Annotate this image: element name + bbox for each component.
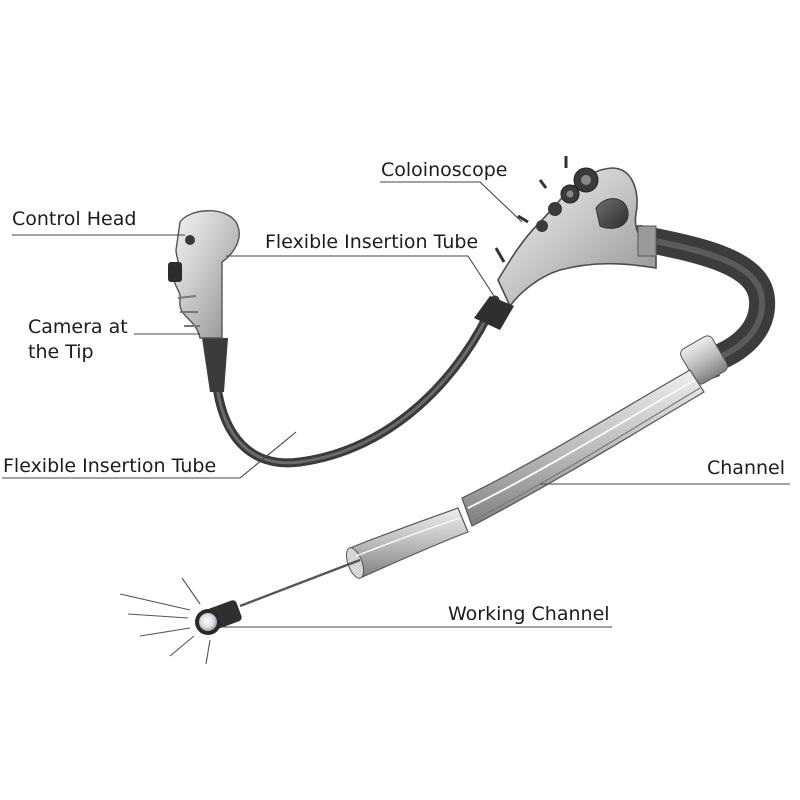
handle-collar <box>637 225 657 257</box>
control-knob <box>168 262 182 282</box>
label-channel: Channel <box>707 457 785 479</box>
control-head-handle <box>173 210 240 339</box>
control-button <box>185 235 195 245</box>
label-camera-line2: the Tip <box>28 341 94 363</box>
light-rays <box>119 577 211 665</box>
label-camera-line1: Camera at <box>28 316 128 338</box>
label-flexible-insertion-tube-top: Flexible Insertion Tube <box>265 231 478 253</box>
small-scope-cable <box>210 295 500 468</box>
channel-sleeve <box>349 507 469 579</box>
label-control-head: Control Head <box>12 208 136 230</box>
label-colonoscope: Coloinoscope <box>381 159 507 181</box>
leader-flexible-tube-left <box>2 431 297 479</box>
control-button <box>536 220 548 232</box>
channel-tube-main <box>461 369 705 527</box>
control-button <box>548 202 562 216</box>
leader-flexible-tube-top <box>226 255 495 297</box>
colonoscope-body <box>474 156 776 373</box>
probe-wire <box>239 558 361 608</box>
label-flexible-insertion-tube-left: Flexible Insertion Tube <box>3 455 216 477</box>
working-channel-probe <box>119 558 361 665</box>
leader-lines <box>2 181 790 628</box>
channel-tube <box>345 335 728 579</box>
label-working-channel: Working Channel <box>448 603 610 625</box>
small-scope-strain-relief <box>202 338 228 392</box>
small-scope <box>168 210 500 468</box>
leader-colonoscope <box>380 181 523 223</box>
